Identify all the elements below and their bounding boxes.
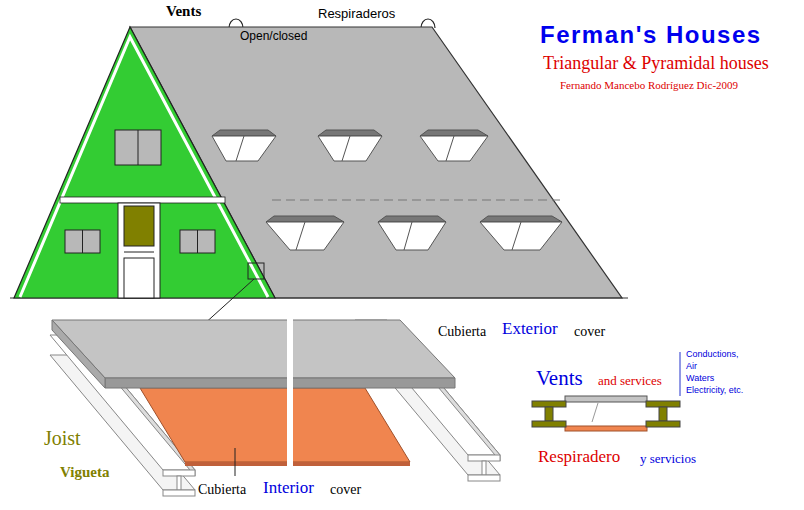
exterior-cover-edge (105, 378, 455, 388)
gable-trim (20, 37, 268, 297)
part-label: cover (574, 324, 605, 339)
front-windows (65, 130, 215, 298)
part-label: Joist (44, 427, 81, 449)
skylights (212, 130, 562, 250)
service-item: Conductions, (686, 350, 739, 360)
joist-symbol (50, 320, 500, 496)
interior-cover-edge (185, 462, 410, 466)
part-label: Exterior (502, 320, 558, 339)
zoom-marker (248, 263, 264, 279)
leader-line (235, 448, 236, 476)
part-label: Respiraderos (318, 7, 395, 21)
part-label: Vents (536, 367, 583, 390)
part-label: and services (598, 374, 662, 388)
part-label: Cubierta (438, 324, 486, 339)
vent-detail (532, 352, 680, 431)
subtitle: Triangular & Pyramidal houses (543, 54, 769, 74)
part-label: Interior (263, 479, 314, 498)
exterior-cover-side (52, 320, 105, 388)
part-label: Respiradero (538, 448, 620, 467)
author-note: Fernando Mancebo Rodríguez Dic-2009 (560, 79, 738, 91)
service-item: Air (686, 362, 697, 372)
service-item: Electricity, etc. (686, 386, 743, 396)
title: Ferman's Houses (540, 22, 762, 48)
service-item: Waters (686, 374, 714, 384)
floor-band (60, 197, 225, 203)
part-label: y servicios (640, 452, 696, 466)
front-gable (14, 27, 275, 298)
exterior-cover (52, 320, 455, 378)
interior-cover (140, 388, 410, 462)
part-label: Vigueta (60, 464, 109, 481)
part-label: Vents (166, 3, 201, 20)
part-label: Cubierta (198, 482, 246, 497)
roof-dash (272, 200, 560, 201)
part-label: Open/closed (240, 30, 307, 43)
part-label: cover (330, 482, 361, 497)
